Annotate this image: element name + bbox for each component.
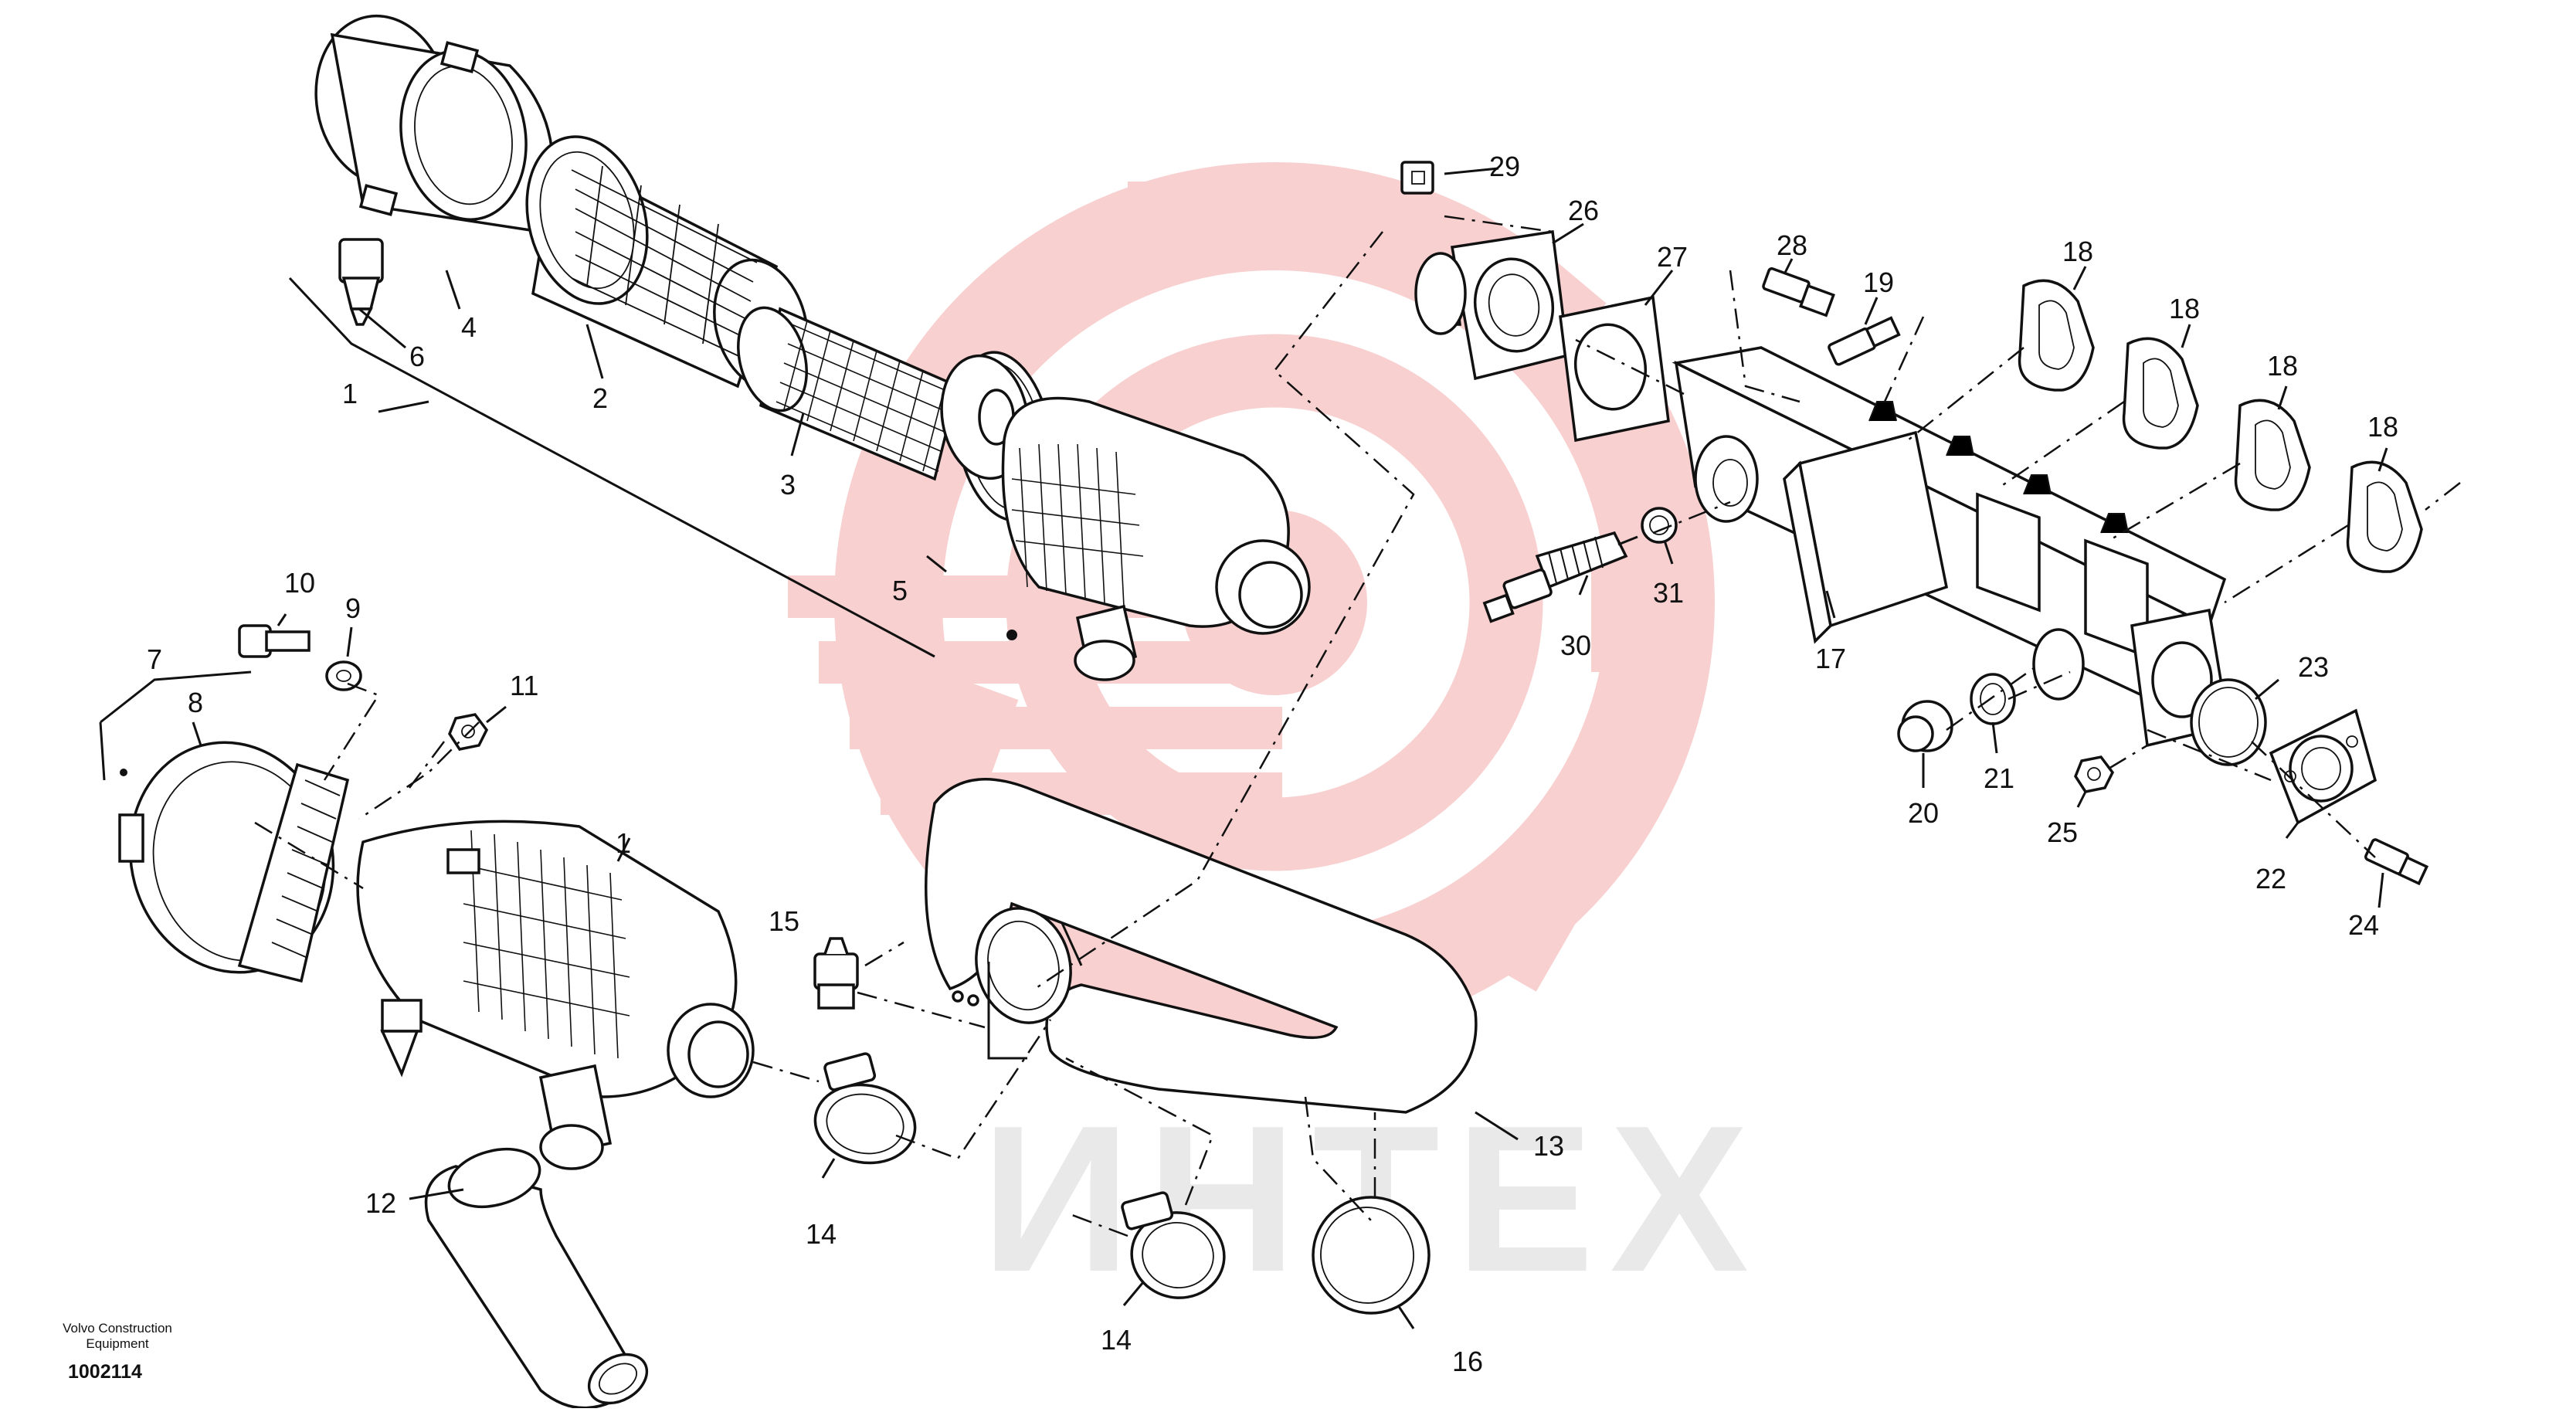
callout-1-lower: 1 <box>616 827 631 859</box>
publisher-line-2: Equipment <box>86 1336 149 1351</box>
publisher-line-1: Volvo Construction <box>63 1321 172 1336</box>
callout-31: 31 <box>1653 577 1684 609</box>
callout-10: 10 <box>284 567 315 599</box>
callout-18-a: 18 <box>2062 236 2093 267</box>
callout-4: 4 <box>461 311 477 343</box>
callout-21: 21 <box>1984 762 2014 794</box>
callout-12: 12 <box>365 1187 396 1219</box>
callout-22: 22 <box>2255 863 2286 894</box>
callout-13: 13 <box>1533 1130 1564 1162</box>
part-20-plug <box>1897 700 1953 752</box>
part-14-hose-clamp-upper <box>813 1052 917 1165</box>
part-12-intake-pipe <box>424 1148 649 1410</box>
part-3-safety-element <box>737 306 960 481</box>
callout-23: 23 <box>2298 651 2329 683</box>
part-28-fitting <box>1762 266 1835 317</box>
callout-26: 26 <box>1568 195 1599 226</box>
callout-15: 15 <box>769 905 799 937</box>
part-18-gasket-3 <box>2234 399 2311 511</box>
part-24-fitting <box>2364 838 2429 886</box>
leader-lines-top-left <box>288 270 947 658</box>
callout-25: 25 <box>2047 816 2078 848</box>
callout-8: 8 <box>188 687 203 718</box>
callout-24: 24 <box>2348 909 2379 941</box>
callout-18-b: 18 <box>2169 293 2200 324</box>
part-10-bolt <box>238 624 311 658</box>
leader-lines-left <box>99 613 631 1200</box>
part-30-heater-element <box>1482 531 1638 623</box>
part-22-flange <box>2269 708 2377 825</box>
part-23-o-ring <box>2190 678 2267 766</box>
part-31-o-ring <box>1641 507 1678 544</box>
part-6-dust-valve <box>338 238 384 326</box>
callout-6: 6 <box>409 341 425 372</box>
callout-29: 29 <box>1489 151 1520 182</box>
callout-1-top: 1 <box>342 378 358 409</box>
dashed-assembly-lines <box>254 215 2461 1237</box>
part-29-nut <box>1400 161 1434 195</box>
callout-18-c: 18 <box>2267 350 2298 382</box>
callout-2: 2 <box>592 382 608 414</box>
part-18-gasket-2 <box>2122 337 2199 450</box>
callout-28: 28 <box>1777 229 1807 261</box>
callout-18-d: 18 <box>2367 411 2398 443</box>
callout-5: 5 <box>892 575 908 606</box>
callout-14-upper: 14 <box>806 1218 837 1250</box>
callout-16: 16 <box>1452 1346 1483 1377</box>
publisher-name: Volvo Construction Equipment <box>32 1321 202 1352</box>
part-9-washer <box>325 660 362 691</box>
callout-30: 30 <box>1560 630 1591 661</box>
leader-lines-center <box>821 922 1519 1329</box>
part-15-sensor <box>813 937 859 1010</box>
callout-3: 3 <box>780 469 796 501</box>
part-13-hose <box>925 778 1478 1114</box>
part-25-nut <box>2074 755 2115 793</box>
part-27-gasket <box>1559 295 1670 443</box>
part-18-gasket-1 <box>2018 279 2095 392</box>
part-26-elbow-flange <box>1414 229 1570 381</box>
part-21-seal-ring <box>1970 673 2016 725</box>
callout-20: 20 <box>1908 797 1939 829</box>
watermark-speed-lines <box>788 575 1282 815</box>
part-1-filter-housing-exploded <box>1001 396 1311 681</box>
part-4-clamp-ring <box>314 14 555 233</box>
callout-27: 27 <box>1657 241 1688 273</box>
callout-14-lower: 14 <box>1101 1324 1132 1356</box>
drawing-number: 1002114 <box>68 1361 142 1383</box>
leader-lines-right <box>1444 167 2388 908</box>
part-1-filter-housing-assembled <box>356 820 755 1170</box>
callout-11: 11 <box>510 670 538 701</box>
watermark-gear-logo: ИНТЕХ <box>788 162 1749 1315</box>
part-14-hose-clamp-lower <box>1121 1191 1226 1299</box>
callout-9: 9 <box>345 592 361 624</box>
callout-7: 7 <box>147 643 162 675</box>
part-18-gasket-4 <box>2346 460 2423 573</box>
callout-19: 19 <box>1863 266 1894 298</box>
callout-labels: 1 2 3 4 5 6 7 8 9 10 11 1 12 13 14 14 15… <box>147 151 2398 1377</box>
part-19-fitting <box>1828 316 1901 366</box>
callout-17: 17 <box>1815 643 1846 674</box>
part-8-mounting-band <box>118 741 350 983</box>
